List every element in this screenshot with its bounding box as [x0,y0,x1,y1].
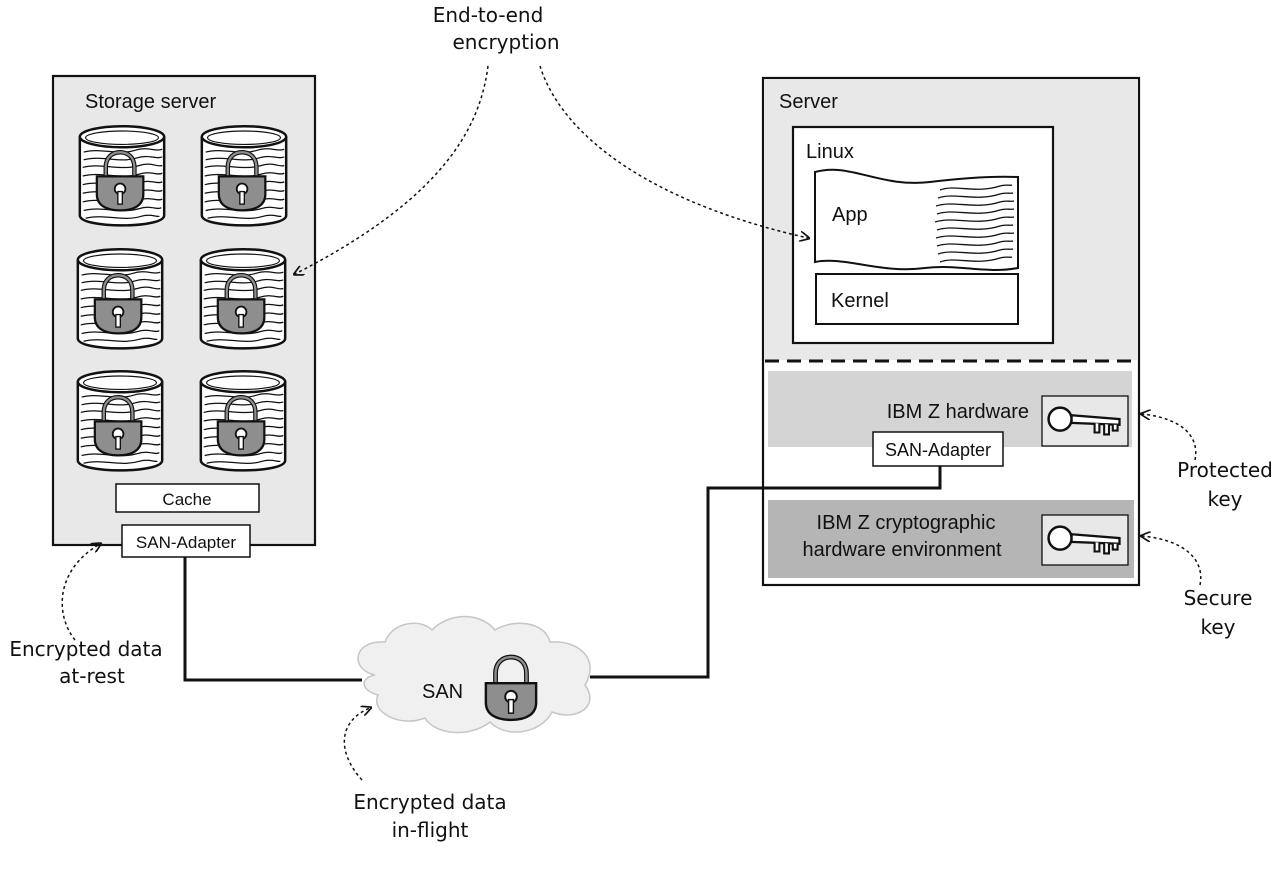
at-rest-label-line1: Encrypted data [9,637,162,661]
kernel-label: Kernel [831,290,889,312]
in-flight-arrow [343,708,370,781]
e2e-arrow-left [295,65,489,274]
storage-san-adapter-label: SAN-Adapter [136,533,236,552]
annotation-arrows [61,65,1202,781]
annotations: End-to-end encryption Encrypted data at-… [9,3,1273,842]
crypto-label-line1: IBM Z cryptographic [817,512,996,534]
crypto-label-line2: hardware environment [803,539,1002,561]
protected-key-label-line2: key [1207,487,1242,511]
hardware-label: IBM Z hardware [887,401,1029,423]
at-rest-arrow [61,544,100,641]
san-label: SAN [422,681,463,703]
in-flight-label-line2: in-flight [392,818,469,842]
encrypted-disk-icon [80,126,164,225]
storage-server-title: Storage server [85,91,217,113]
encrypted-disk-icon [78,249,162,348]
e2e-label-line2: encryption [452,30,559,54]
encrypted-disk-icon [201,249,285,348]
linux-label: Linux [806,141,854,163]
server-title: Server [779,91,838,113]
e2e-arrow-right [539,65,808,238]
kernel-box [815,273,1019,325]
at-rest-label-line2: at-rest [59,664,125,688]
in-flight-label-line1: Encrypted data [353,790,506,814]
server-san-adapter [872,431,1004,467]
encrypted-disk-icon [202,126,286,225]
protected-key-label-line1: Protected [1177,458,1273,482]
server: Server Linux App Kernel IBM Z hardware [761,76,1141,587]
e2e-label-line1: End-to-end [433,3,544,27]
server-san-adapter-label: SAN-Adapter [885,440,991,460]
secure-key-label-line1: Secure [1184,586,1253,610]
san-links [183,466,942,682]
document-stack-icon [934,184,1015,263]
encrypted-disk-icon [201,371,285,470]
storage-server: Storage server Cache SAN-Adapter [51,74,317,558]
cloud-icon [357,615,591,734]
server-to-san-link [590,466,942,679]
san-cloud: SAN [357,615,591,734]
cache-box [115,483,260,513]
app-label: App [832,204,868,226]
encrypted-disk-icon [78,371,162,470]
protected-key-arrow [1142,414,1197,461]
cache-label: Cache [162,490,211,509]
secure-key-arrow [1142,536,1202,586]
storage-to-san-link [183,557,362,682]
secure-key-label-line2: key [1200,615,1235,639]
